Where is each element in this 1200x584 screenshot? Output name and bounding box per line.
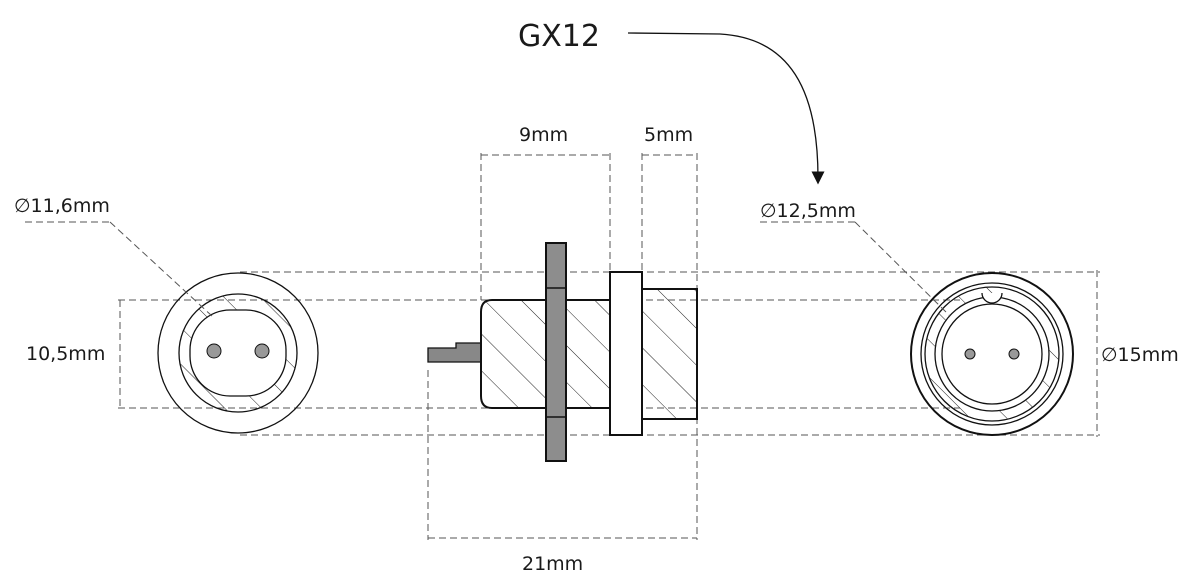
pin xyxy=(206,343,222,359)
label-height-left: 10,5mm xyxy=(26,343,105,365)
label-diameter-right: ∅12,5mm xyxy=(760,200,856,222)
right-connector-front-view xyxy=(910,272,1074,436)
center-connector-side-view xyxy=(427,153,698,540)
label-outer-diameter: ∅15mm xyxy=(1101,344,1179,366)
pin xyxy=(254,343,270,359)
label-inner-diameter-left: ∅11,6mm xyxy=(14,195,110,217)
pin xyxy=(1008,348,1020,360)
title-gx12: GX12 xyxy=(518,19,600,54)
leader-right-diameter-slant xyxy=(854,221,951,317)
pin xyxy=(964,348,976,360)
label-length-5: 5mm xyxy=(644,124,693,146)
left-connector-front-view xyxy=(157,272,319,434)
leader-left-diameter-slant xyxy=(109,221,213,317)
label-total-length: 21mm xyxy=(522,553,583,575)
title-arrow xyxy=(627,32,825,185)
label-length-9: 9mm xyxy=(519,124,568,146)
